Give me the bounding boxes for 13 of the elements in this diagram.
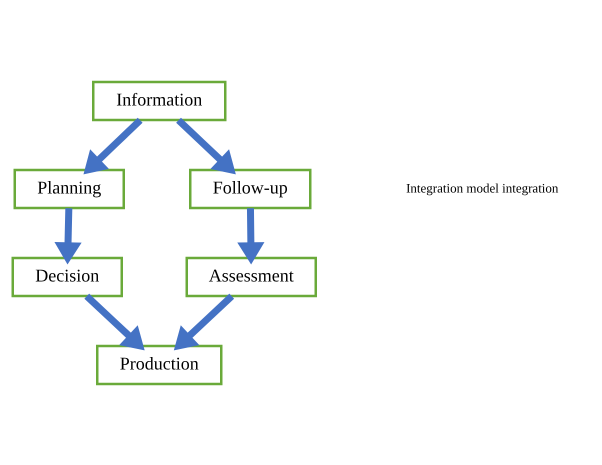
arrow — [237, 208, 264, 264]
arrow — [176, 117, 236, 174]
arrow — [54, 208, 82, 264]
arrow — [83, 117, 143, 174]
node-box: Production — [96, 344, 222, 385]
node-box: Information — [92, 80, 226, 121]
label: Integration model integration — [406, 180, 558, 195]
arrow — [174, 293, 234, 350]
arrow — [84, 293, 145, 350]
node-box: Planning — [14, 168, 125, 209]
node-box: Assessment — [186, 256, 317, 297]
node-box: Decision — [12, 256, 123, 297]
node-box: Follow-up — [189, 168, 312, 209]
